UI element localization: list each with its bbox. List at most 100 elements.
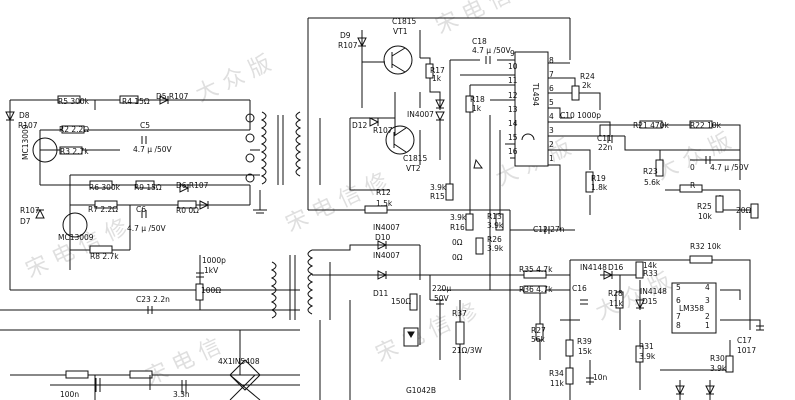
c16-capacitor bbox=[580, 299, 588, 305]
label-r0: R0 0Ω bbox=[176, 206, 199, 215]
label-r18v: 1k bbox=[472, 104, 482, 113]
label-p14: 14 bbox=[508, 119, 518, 128]
label-r14k: 14k bbox=[643, 261, 658, 270]
r17-resistor bbox=[425, 63, 434, 79]
c18-capacitor bbox=[485, 56, 491, 64]
label-d10: D10 bbox=[375, 233, 391, 242]
label-p7: 7 bbox=[549, 70, 554, 79]
label-c220v: 50V bbox=[434, 294, 450, 303]
label-r19v: 1.8k bbox=[591, 183, 608, 192]
label-c220: 220μ bbox=[432, 284, 451, 293]
r13-resistor bbox=[495, 213, 504, 231]
r21-resistor bbox=[639, 120, 663, 129]
r26-resistor bbox=[475, 237, 484, 255]
label-c10: C10 1000p bbox=[560, 111, 601, 120]
r-bottom-b bbox=[129, 370, 153, 379]
label-r35: R35 4.7k bbox=[519, 265, 553, 274]
c12-capacitor bbox=[544, 226, 550, 234]
label-r107b: R107 bbox=[373, 126, 393, 135]
label-r21: R21 470k bbox=[633, 121, 669, 130]
r150-resistor bbox=[409, 293, 418, 311]
r28-resistor bbox=[615, 291, 624, 309]
r34-resistor bbox=[565, 367, 574, 385]
r31-resistor bbox=[635, 345, 644, 363]
label-r12v: 1.5k bbox=[376, 199, 393, 208]
label-r23v: 5.6k bbox=[644, 178, 661, 187]
label-g1042: G1042B bbox=[406, 386, 436, 395]
label-r150: 150Ω bbox=[391, 297, 411, 306]
label-p1: 1 bbox=[549, 154, 554, 163]
c1000p-capacitor bbox=[196, 272, 204, 278]
label-p10: 10 bbox=[508, 62, 518, 71]
label-r25v: 10k bbox=[698, 212, 713, 221]
svg-text:宋 电 信 修: 宋 电 信 修 bbox=[432, 0, 541, 39]
label-zero1: 0 bbox=[690, 163, 695, 172]
label-r37v: 21Ω/3W bbox=[452, 346, 483, 355]
c17-capacitor bbox=[756, 325, 764, 331]
label-p12: 12 bbox=[508, 91, 518, 100]
label-r27: R27 bbox=[531, 326, 546, 335]
label-r20: 20Ω bbox=[736, 206, 752, 215]
r7-resistor bbox=[94, 200, 118, 209]
label-r31v: 3.9k bbox=[639, 352, 656, 361]
label-p6: 6 bbox=[549, 84, 554, 93]
label-c11v: 22n bbox=[598, 143, 613, 152]
label-d9: D9 bbox=[340, 31, 351, 40]
label-c5v: 4.7 μ /50V bbox=[133, 145, 173, 154]
svg-text:宋 电 信: 宋 电 信 bbox=[142, 334, 225, 390]
label-p9: 9 bbox=[510, 49, 515, 58]
label-r3: R3 2.7k bbox=[60, 147, 89, 156]
label-c10n: 10n bbox=[593, 373, 608, 382]
label-c5: C5 bbox=[140, 121, 150, 130]
rr-resistor bbox=[679, 184, 703, 193]
r8-resistor bbox=[89, 245, 113, 254]
r3-resistor bbox=[59, 146, 83, 155]
label-r26a: R26 bbox=[487, 235, 502, 244]
components bbox=[5, 37, 764, 400]
r32-resistor bbox=[689, 255, 713, 264]
label-p4: 4 bbox=[549, 112, 554, 121]
label-r27v: 56k bbox=[531, 335, 546, 344]
diodes bbox=[5, 37, 715, 396]
label-in4007b: IN4007 bbox=[373, 223, 400, 232]
label-lm7: 2 bbox=[705, 312, 710, 321]
label-r16a: 3.9k bbox=[450, 213, 467, 222]
label-r8a: D8 bbox=[19, 111, 30, 120]
mc13009-top bbox=[32, 137, 58, 163]
r5-resistor bbox=[57, 95, 81, 104]
label-r5: R5 300k bbox=[58, 97, 90, 106]
label-c17: C17 bbox=[737, 336, 752, 345]
mc13009-bottom bbox=[62, 212, 88, 238]
label-p13: 13 bbox=[508, 105, 518, 114]
label-d7a: R107 bbox=[20, 206, 40, 215]
label-c11: C11 bbox=[597, 134, 612, 143]
lm358-chip bbox=[671, 282, 717, 334]
c6-capacitor bbox=[141, 210, 147, 218]
r39-resistor bbox=[565, 339, 574, 357]
label-c12: C12 27n bbox=[533, 225, 565, 234]
label-lm3: 6 bbox=[676, 296, 681, 305]
label-c17v: 1017 bbox=[737, 346, 756, 355]
label-c1815a: C1815 bbox=[392, 17, 417, 26]
label-r32: R32 10k bbox=[690, 242, 722, 251]
label-r34v: 11k bbox=[550, 379, 565, 388]
label-r9: R9 15Ω bbox=[134, 183, 162, 192]
r100-resistor bbox=[195, 283, 204, 301]
label-r39v: 15k bbox=[578, 347, 593, 356]
r12-resistor bbox=[364, 205, 388, 214]
label-p16: 16 bbox=[508, 147, 518, 156]
label-r15b: R15 bbox=[430, 192, 445, 201]
label-in4148a: IN4148 bbox=[580, 263, 607, 272]
r37-resistor bbox=[455, 321, 465, 345]
label-lm5: LM358 bbox=[679, 304, 704, 313]
label-lm9: 1 bbox=[705, 321, 710, 330]
label-r23: R23 bbox=[643, 167, 658, 176]
label-lm4: 3 bbox=[705, 296, 710, 305]
label-d6: D6 R107 bbox=[176, 181, 209, 190]
r16-resistor bbox=[465, 213, 474, 231]
label-lm8: 8 bbox=[676, 321, 681, 330]
c47-capacitor bbox=[705, 156, 711, 164]
